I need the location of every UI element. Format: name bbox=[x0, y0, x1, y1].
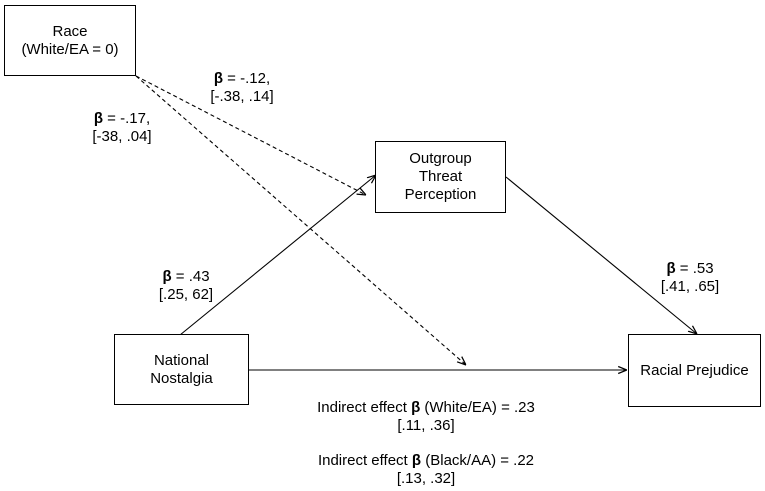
beta-symbol: β bbox=[213, 70, 224, 87]
beta-symbol: β bbox=[411, 452, 422, 469]
arrow-race-to-threat bbox=[135, 75, 366, 195]
node-race: Race (White/EA = 0) bbox=[4, 5, 136, 76]
label-race-to-threat: β = -.12, [-.38, .14] bbox=[196, 70, 288, 106]
node-race-line2: (White/EA = 0) bbox=[21, 40, 119, 58]
beta-symbol: β bbox=[93, 110, 104, 127]
indirect-effect-white-ea-text: Indirect effect β (White/EA) = .23 bbox=[296, 399, 556, 417]
node-outgroup-threat-perception: Outgroup Threat Perception bbox=[375, 141, 506, 213]
node-national-nostalgia: National Nostalgia bbox=[114, 334, 249, 405]
label-race-to-direct-coef: β = -.17, bbox=[76, 110, 168, 128]
arrow-nostalgia-to-threat bbox=[179, 175, 376, 336]
indirect-effect-black-aa-ci: [.13, .32] bbox=[396, 470, 456, 487]
label-nostalgia-to-threat: β = .43 [.25, 62] bbox=[144, 268, 228, 304]
beta-symbol: β bbox=[666, 260, 676, 277]
node-threat-line2: Threat bbox=[418, 168, 463, 185]
beta-symbol: β bbox=[162, 268, 172, 285]
coef-value: = .53 bbox=[675, 260, 714, 277]
label-threat-to-prejudice: β = .53 [.41, .65] bbox=[648, 260, 732, 296]
node-race-line1: Race bbox=[52, 22, 88, 40]
arrow-race-to-direct-path bbox=[135, 75, 466, 365]
label-threat-to-prejudice-ci: [.41, .65] bbox=[660, 278, 720, 295]
indirect-suffix: (Black/AA) = .22 bbox=[421, 452, 535, 469]
node-prejudice-line1: Racial Prejudice bbox=[640, 361, 749, 379]
indirect-effect-black-aa-text: Indirect effect β (Black/AA) = .22 bbox=[296, 452, 556, 470]
label-race-to-direct: β = -.17, [-38, .04] bbox=[76, 110, 168, 146]
indirect-effect-black-aa: Indirect effect β (Black/AA) = .22 [.13,… bbox=[296, 452, 556, 488]
label-nostalgia-to-threat-coef: β = .43 bbox=[144, 268, 228, 286]
label-threat-to-prejudice-coef: β = .53 bbox=[648, 260, 732, 278]
indirect-effect-white-ea-ci: [.11, .36] bbox=[397, 417, 455, 434]
coef-value: = -.12, bbox=[223, 70, 271, 87]
node-threat-line3: Perception bbox=[404, 186, 477, 203]
label-race-to-direct-ci: [-38, .04] bbox=[92, 128, 152, 145]
label-race-to-threat-ci: [-.38, .14] bbox=[210, 88, 274, 105]
label-nostalgia-to-threat-ci: [.25, 62] bbox=[158, 286, 214, 303]
node-racial-prejudice: Racial Prejudice bbox=[628, 334, 761, 407]
node-nostalgia-line1: National bbox=[153, 351, 210, 369]
node-nostalgia-line2: Nostalgia bbox=[150, 369, 213, 387]
node-threat-line1: Outgroup bbox=[409, 150, 472, 167]
beta-symbol: β bbox=[411, 399, 421, 416]
arrow-threat-to-prejudice bbox=[505, 176, 697, 334]
label-race-to-threat-coef: β = -.12, bbox=[196, 70, 288, 88]
indirect-effect-white-ea: Indirect effect β (White/EA) = .23 [.11,… bbox=[296, 399, 556, 435]
indirect-prefix: Indirect effect bbox=[317, 452, 412, 469]
indirect-prefix: Indirect effect bbox=[317, 399, 412, 416]
coef-value: = -.17, bbox=[103, 110, 151, 127]
indirect-suffix: (White/EA) = .23 bbox=[420, 399, 535, 416]
coef-value: = .43 bbox=[171, 268, 210, 285]
